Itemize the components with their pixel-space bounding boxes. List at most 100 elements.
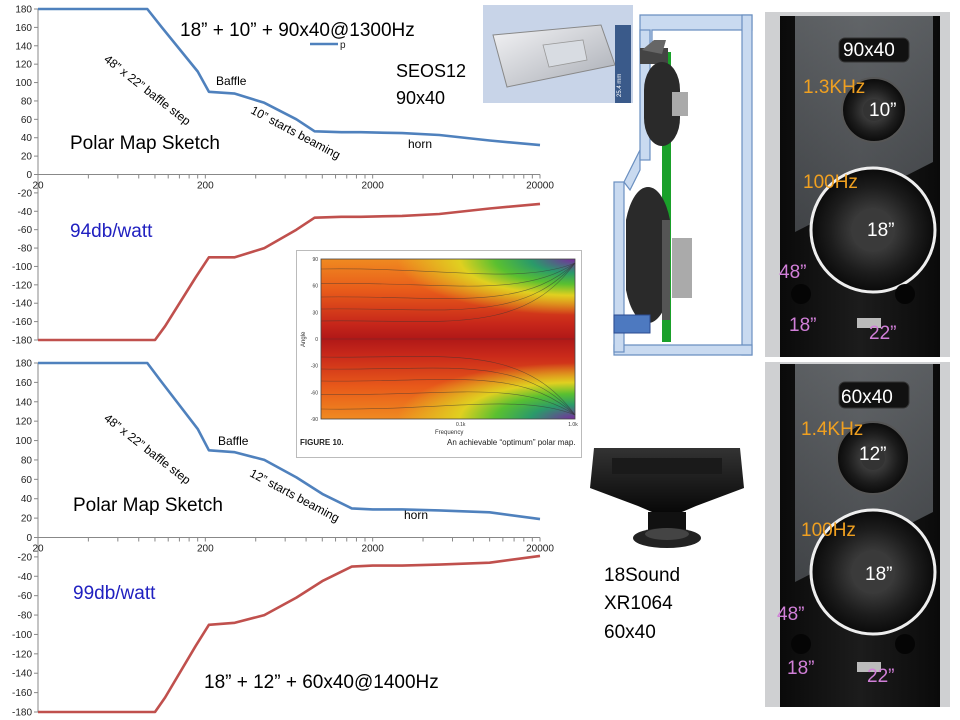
y-tick-label: 80 <box>21 96 33 107</box>
y-tick-label: -160 <box>12 317 32 328</box>
heatmap-ylabel: Angle <box>301 331 307 347</box>
xr1064-horn-photo <box>590 448 744 548</box>
bottom-mid-driver: 12” <box>859 444 887 465</box>
y-tick-label: -80 <box>18 244 33 255</box>
chart2-sketch: Polar Map Sketch <box>73 495 223 516</box>
figure-caption-label: FIGURE 10. <box>300 438 344 447</box>
y-tick-label: 180 <box>15 5 32 16</box>
y-tick-label: 20 <box>21 514 33 525</box>
heatmap-contour <box>320 367 576 416</box>
x-tick-label: 2000 <box>362 181 385 192</box>
heatmap-contour <box>320 379 576 416</box>
heatmap-y-tick: -90 <box>311 417 318 423</box>
y-tick-label: 140 <box>15 397 32 408</box>
top-crossover-low: 100Hz <box>803 172 858 193</box>
series-line-lower <box>38 202 541 342</box>
heatmap-y-tick: 30 <box>312 310 318 316</box>
y-tick-label: 120 <box>15 417 32 428</box>
y-tick-label: 180 <box>15 359 32 370</box>
bottom-crossover-low: 100Hz <box>801 520 856 541</box>
y-tick-label: -140 <box>12 299 32 310</box>
product-pattern: 60x40 <box>604 622 656 643</box>
chart1-title: 18” + 10” + 90x40@1300Hz <box>180 20 415 41</box>
y-tick-label: 160 <box>15 378 32 389</box>
chart2-title: 18” + 12” + 60x40@1400Hz <box>204 672 439 693</box>
heatmap-contour <box>320 262 576 322</box>
heatmap-y-tick: 60 <box>312 284 318 290</box>
bottom-width: 22” <box>867 666 895 687</box>
heatmap-contour <box>320 403 576 416</box>
y-tick-label: -20 <box>18 188 33 199</box>
series-line-lower <box>38 554 541 714</box>
chart1-horn: horn <box>408 137 433 151</box>
y-tick-label: 60 <box>21 475 33 486</box>
bottom-crossover-high: 1.4KHz <box>801 419 864 440</box>
y-tick-label: 0 <box>26 533 32 544</box>
y-tick-label: -40 <box>18 572 33 583</box>
heatmap-contour <box>320 391 576 416</box>
bottom-horn-label: 60x40 <box>841 387 893 408</box>
y-tick-label: -120 <box>12 280 32 291</box>
x-tick-label: 200 <box>197 544 214 555</box>
y-tick-label: -80 <box>18 611 33 622</box>
bottom-height: 48” <box>777 604 805 625</box>
heatmap-contour <box>320 262 576 299</box>
y-tick-label: -60 <box>18 225 33 236</box>
bottom-woofer: 18” <box>865 564 893 585</box>
y-tick-label: 0 <box>26 170 32 181</box>
y-tick-label: -180 <box>12 708 32 719</box>
heatmap-y-tick: -30 <box>311 364 318 370</box>
x-tick-label: 20000 <box>526 181 554 192</box>
y-tick-label: 40 <box>21 133 33 144</box>
polar-map-figure: 90 60 30 0 -30 -60 -90 0.1k 1.0k Angle Frequenc… <box>296 250 582 458</box>
heatmap-contour <box>320 356 576 416</box>
y-tick-label: 100 <box>15 436 32 447</box>
polar-heatmap: 90 60 30 0 -30 -60 -90 0.1k 1.0k <box>311 257 578 428</box>
bottom-depth: 18” <box>787 658 815 679</box>
y-tick-label: -140 <box>12 669 32 680</box>
heatmap-y-tick: 90 <box>312 257 318 263</box>
heatmap-contour <box>320 262 576 311</box>
speaker-photo-top: 90x40 1.3KHz 10” 100Hz 18” 48” 18” 22” <box>765 12 950 357</box>
x-tick-label: 200 <box>197 181 214 192</box>
y-tick-label: -160 <box>12 688 32 699</box>
top-horn-label: 90x40 <box>843 40 895 61</box>
speaker-photo-bottom: 60x40 1.4KHz 12” 100Hz 18” 48” 18” 22” <box>765 362 950 707</box>
chart1-sketch: Polar Map Sketch <box>70 133 220 154</box>
heatmap-xlabel: Frequency <box>435 430 464 436</box>
heatmap-x-tick: 0.1k <box>456 422 466 428</box>
top-depth: 18” <box>789 315 817 336</box>
y-tick-label: 160 <box>15 23 32 34</box>
cabinet-cross-section <box>613 14 753 356</box>
chart2-baffle: Baffle <box>218 434 249 448</box>
chart2-horn: horn <box>404 508 429 522</box>
heatmap-x-tick: 1.0k <box>568 422 578 428</box>
x-tick-label: 20000 <box>526 544 554 555</box>
top-width: 22” <box>869 323 897 344</box>
y-tick-label: 140 <box>15 41 32 52</box>
chart1-model-pattern: 90x40 <box>396 88 446 108</box>
top-height: 48” <box>779 262 807 283</box>
product-model: XR1064 <box>604 593 673 614</box>
polar-chart-bottom: 180160140120100806040200-20-40-60-80-100… <box>12 359 554 719</box>
y-tick-label: 120 <box>15 60 32 71</box>
chart1-baffle: Baffle <box>216 74 247 88</box>
y-tick-label: -60 <box>18 591 33 602</box>
top-crossover-high: 1.3KHz <box>803 77 866 98</box>
y-tick-label: -40 <box>18 207 33 218</box>
figure-caption-text: An achievable “optimum” polar map. <box>447 438 576 447</box>
y-tick-label: -180 <box>12 336 32 347</box>
y-tick-label: -20 <box>18 552 33 563</box>
product-brand: 18Sound <box>604 565 681 586</box>
y-tick-label: -120 <box>12 649 32 660</box>
y-tick-label: -100 <box>12 630 32 641</box>
heatmap-y-tick: -60 <box>311 390 318 396</box>
y-tick-label: -100 <box>12 262 32 273</box>
top-mid-driver: 10” <box>869 100 897 121</box>
y-tick-label: 20 <box>21 152 33 163</box>
top-woofer: 18” <box>867 220 895 241</box>
heatmap-y-tick: 0 <box>315 337 318 343</box>
horn-photo-top: 25.4 mm <box>483 5 633 103</box>
chart2-sensitivity: 99db/watt <box>73 583 156 604</box>
y-tick-label: 100 <box>15 78 32 89</box>
